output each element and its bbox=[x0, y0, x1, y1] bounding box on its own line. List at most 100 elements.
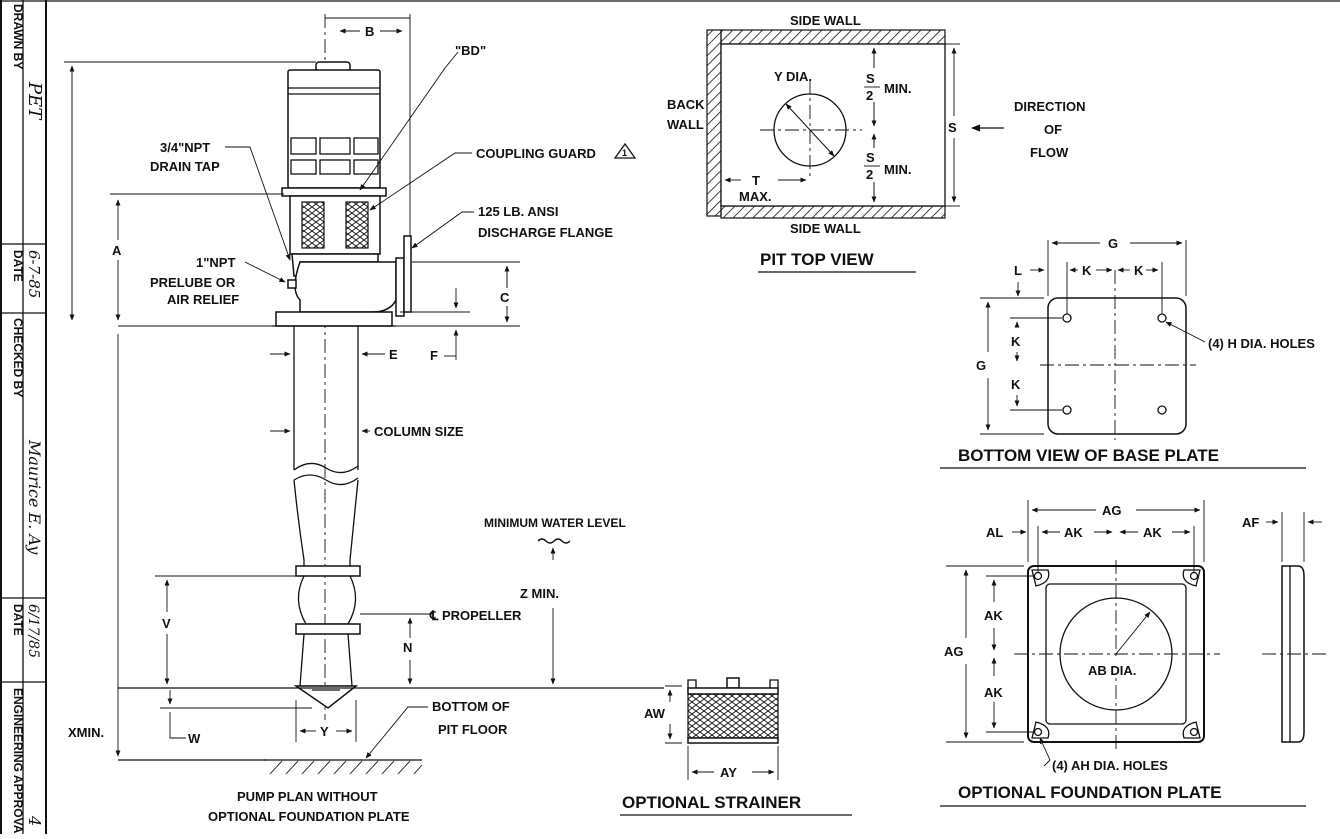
s-half-den-1: 2 bbox=[866, 88, 873, 103]
dim-ak-left-upper: AK bbox=[984, 608, 1003, 623]
drawn-by-value: PET bbox=[24, 81, 45, 121]
motor-vent bbox=[290, 159, 317, 175]
base-plate-bottom-view: G K K L G K K (4) H DIA. HOLES BOTTOM VI… bbox=[940, 236, 1315, 469]
dim-t-label: T bbox=[752, 173, 760, 188]
prelube-port bbox=[287, 279, 297, 289]
foundation-hole bbox=[1189, 571, 1199, 581]
drawn-by-label: DRAWN BY bbox=[11, 4, 25, 69]
drain-tap-line1: 3/4"NPT bbox=[160, 140, 210, 155]
max-label: MAX. bbox=[739, 189, 772, 204]
ab-dia-label: AB DIA. bbox=[1088, 663, 1136, 678]
bowl-right bbox=[349, 479, 359, 570]
dim-s-label: S bbox=[948, 120, 957, 135]
y-dia-label: Y DIA. bbox=[774, 69, 812, 84]
discharge-flange-plate bbox=[395, 257, 405, 317]
propeller-label: ℄ PROPELLER bbox=[429, 608, 522, 623]
discharge-flange-line1: 125 LB. ANSI bbox=[478, 204, 558, 219]
bowl-left bbox=[293, 479, 305, 570]
dim-w-label: W bbox=[188, 731, 201, 746]
bowl-flange-lower bbox=[295, 623, 361, 635]
dim-f-label: F bbox=[430, 348, 438, 363]
approval-mark: 4 bbox=[25, 815, 44, 826]
dim-ag-left-label: AG bbox=[944, 644, 964, 659]
dim-c-label: C bbox=[500, 290, 510, 305]
motor-vent bbox=[319, 137, 351, 155]
dim-ak-top-right: AK bbox=[1143, 525, 1162, 540]
dim-g-top-label: G bbox=[1108, 236, 1118, 251]
min-water-level-label: MINIMUM WATER LEVEL bbox=[484, 516, 626, 530]
prelube-line1: 1"NPT bbox=[196, 255, 235, 270]
strainer-stem bbox=[726, 677, 740, 689]
side-wall-top-hatch bbox=[720, 29, 946, 45]
base-plate-outline bbox=[1047, 297, 1187, 435]
optional-foundation-plate: AB DIA. AG AK AK AL AG AK AK bbox=[940, 500, 1330, 807]
dim-k-top-left: K bbox=[1082, 263, 1092, 278]
corner-gusset bbox=[1182, 569, 1201, 587]
column-break bbox=[293, 462, 359, 474]
water-level-symbol bbox=[537, 538, 571, 544]
dim-aw-label: AW bbox=[644, 706, 666, 721]
dim-a-label: A bbox=[112, 243, 122, 258]
discharge-elbow bbox=[294, 261, 397, 313]
pit-top-view: SIDE WALL SIDE WALL BACK WALL Y DIA. S 2… bbox=[667, 13, 1086, 273]
dim-b-label: B bbox=[365, 24, 374, 39]
dim-al-label: AL bbox=[986, 525, 1003, 540]
base-plate-hole bbox=[1062, 405, 1072, 415]
bowl-flange-upper bbox=[295, 565, 361, 577]
coupling-guard-label: COUPLING GUARD bbox=[476, 146, 596, 161]
note-triangle bbox=[613, 142, 637, 159]
coupling-note-mark: 1 bbox=[622, 148, 627, 158]
bottom-pit-line1: BOTTOM OF bbox=[432, 699, 510, 714]
date1-value: 6-7-85 bbox=[25, 250, 43, 298]
suction-bell bbox=[299, 633, 353, 687]
bottom-pit-line2: PIT FLOOR bbox=[438, 722, 508, 737]
foundation-holes-label: (4) AH DIA. HOLES bbox=[1052, 758, 1168, 773]
engineering-approval-label: ENGINEERING APPROVAL bbox=[11, 688, 25, 834]
checked-by-label: CHECKED BY bbox=[11, 318, 25, 397]
motor-flange bbox=[281, 187, 387, 197]
dim-ak-top-left: AK bbox=[1064, 525, 1083, 540]
base-plate-hole bbox=[1157, 405, 1167, 415]
pump-caption-line1: PUMP PLAN WITHOUT bbox=[237, 789, 378, 804]
dim-g-left-label: G bbox=[976, 358, 986, 373]
back-wall-line2: WALL bbox=[667, 117, 704, 132]
prelube-line3: AIR RELIEF bbox=[167, 292, 239, 307]
corner-gusset bbox=[1182, 721, 1201, 739]
motor-vent bbox=[353, 137, 379, 155]
flow-line1: DIRECTION bbox=[1014, 99, 1086, 114]
dim-k-top-right: K bbox=[1134, 263, 1144, 278]
s-half-den-2: 2 bbox=[866, 167, 873, 182]
dim-y-label: Y bbox=[320, 724, 329, 739]
pump-base-plate bbox=[275, 311, 393, 327]
strainer-lug-left bbox=[687, 679, 697, 692]
strainer-bottom-rim bbox=[687, 737, 779, 744]
flow-line2: OF bbox=[1044, 122, 1062, 137]
motor-vent bbox=[319, 159, 351, 175]
drain-tap-line2: DRAIN TAP bbox=[150, 159, 220, 174]
dim-ak-left-lower: AK bbox=[984, 685, 1003, 700]
foundation-hole bbox=[1033, 727, 1043, 737]
discharge-flange bbox=[403, 235, 412, 313]
motor-vent bbox=[353, 159, 379, 175]
pit-top-view-title: PIT TOP VIEW bbox=[760, 250, 875, 269]
s-half-num-2: S bbox=[866, 150, 875, 165]
pump-elevation-view: B "BD" A 3/4"NPT DRAIN TAP COUPLING GUAR… bbox=[64, 14, 664, 824]
date2-label: DATE bbox=[11, 604, 25, 636]
min-label-2: MIN. bbox=[884, 162, 911, 177]
side-wall-bottom-label: SIDE WALL bbox=[790, 221, 861, 236]
dim-ay-label: AY bbox=[720, 765, 737, 780]
bowl-section bbox=[297, 575, 357, 625]
dim-bd-label: "BD" bbox=[455, 43, 486, 58]
strainer-lug-right bbox=[769, 679, 779, 692]
column-size-label: COLUMN SIZE bbox=[374, 424, 464, 439]
flow-line3: FLOW bbox=[1030, 145, 1069, 160]
date2-value: 6/17/85 bbox=[25, 604, 41, 658]
suction-cone bbox=[293, 685, 359, 709]
motor-vent bbox=[290, 137, 317, 155]
corner-gusset bbox=[1031, 721, 1050, 739]
foundation-plate-title: OPTIONAL FOUNDATION PLATE bbox=[958, 783, 1222, 802]
discharge-flange-line2: DISCHARGE FLANGE bbox=[478, 225, 613, 240]
coupling-guard-mesh-left bbox=[301, 201, 325, 249]
